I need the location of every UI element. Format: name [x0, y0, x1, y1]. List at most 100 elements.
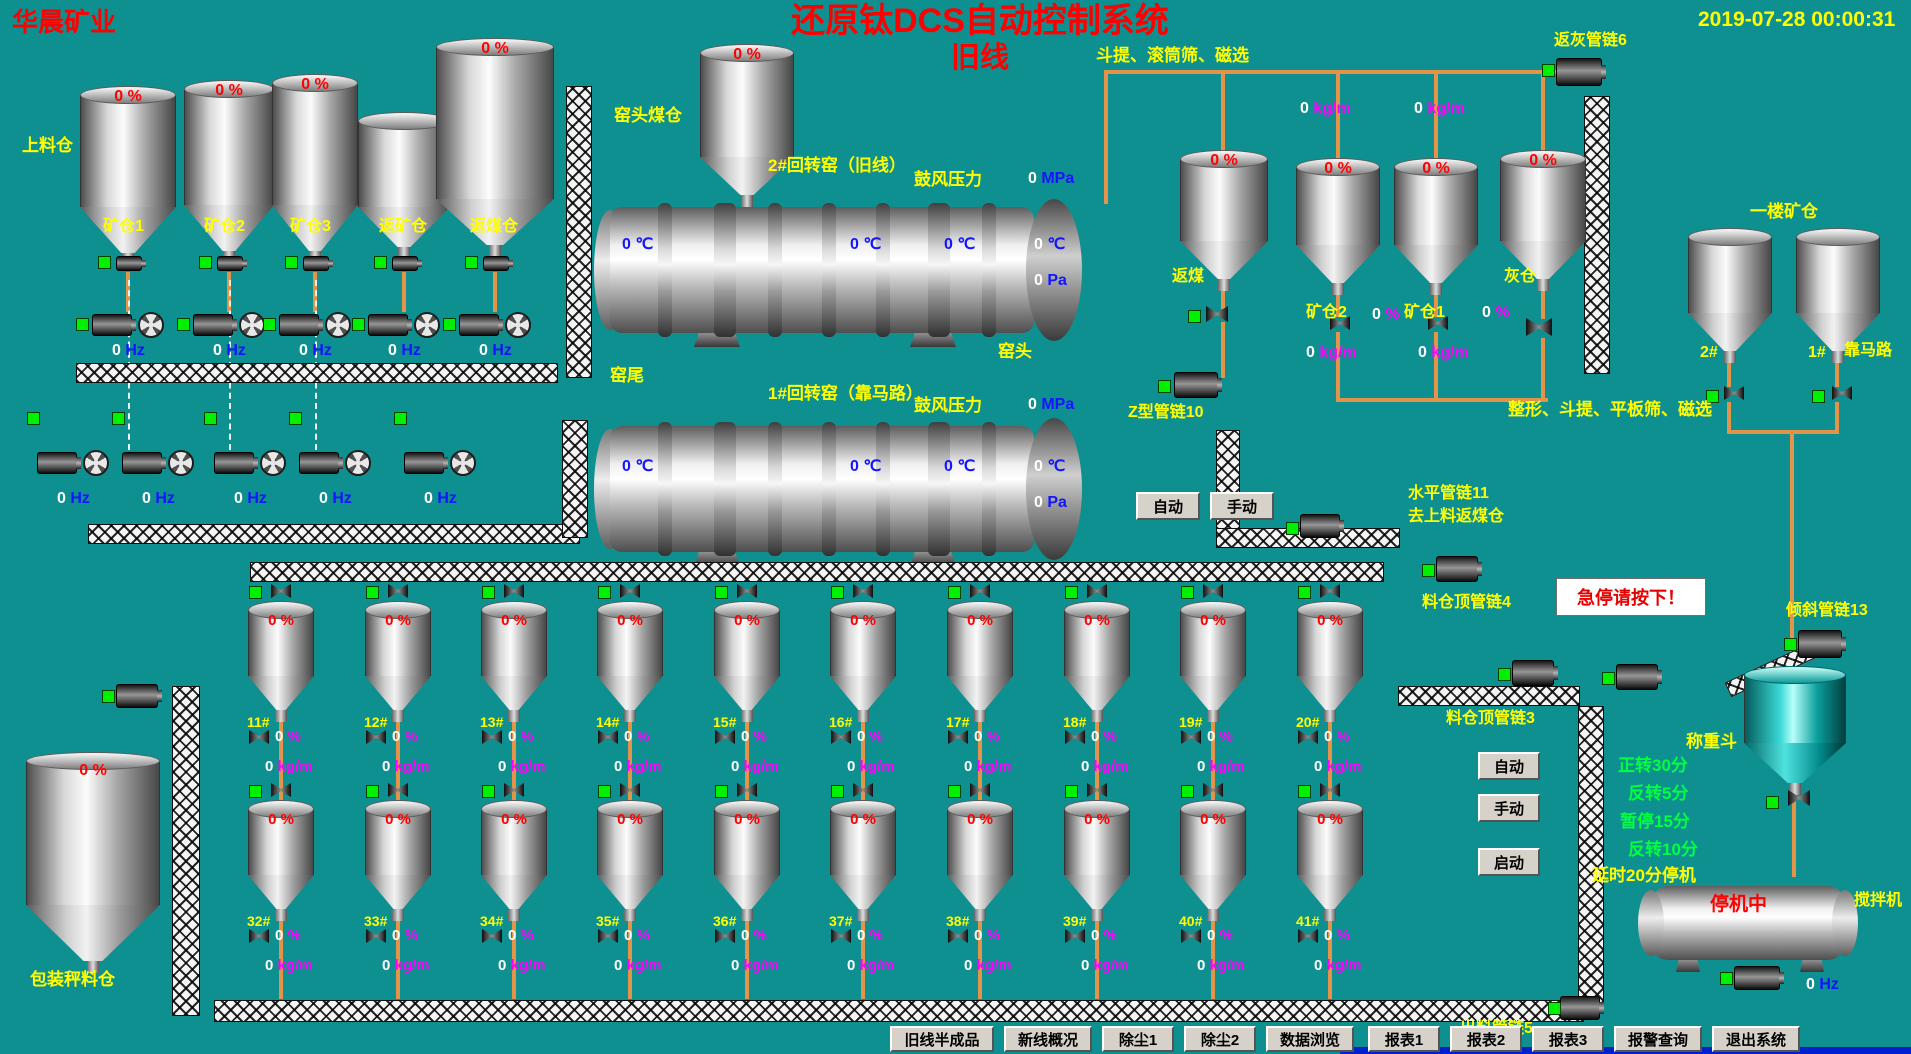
value-number: 0 [847, 758, 856, 775]
screen-silo-4-shell [1537, 279, 1549, 291]
storage-bin-11-shell [275, 710, 287, 722]
storage-bin-13-shell [508, 710, 520, 722]
value-number: 0 [944, 236, 953, 253]
navbar-button-5[interactable]: 数据浏览 [1266, 1026, 1354, 1052]
value-number: 0 [964, 758, 973, 775]
value-unit: % [1092, 811, 1110, 828]
packing-bin-label: 包装秤料仓 [30, 970, 115, 989]
discharge-chain-5 [214, 1000, 1584, 1022]
run-indicator-light [352, 318, 365, 331]
mixer-leg [1800, 958, 1824, 972]
screen-silo-3-shell [1394, 167, 1478, 245]
value-number: 0 [275, 728, 284, 745]
value-unit: % [283, 927, 301, 944]
storage-bin-17-shell [947, 676, 1013, 710]
value-number: 0 [624, 728, 633, 745]
value-number: 0 [967, 612, 976, 629]
chain10-label: Z型管链10 [1128, 404, 1204, 421]
fan-icon [345, 450, 371, 476]
pipe-vertical [978, 712, 982, 800]
value-number: 0 [1081, 758, 1090, 775]
mode-button-1[interactable]: 自动 [1478, 752, 1540, 780]
navbar-button-7[interactable]: 报表2 [1450, 1026, 1522, 1052]
valve-icon [970, 584, 990, 598]
feed-silo-2-shell [184, 89, 274, 205]
motor-icon [92, 314, 136, 336]
chain-6-duct [1584, 96, 1610, 374]
kiln-2-ring [928, 203, 950, 337]
navbar-button-2[interactable]: 新线概况 [1004, 1026, 1092, 1052]
value-number: 0 [1210, 152, 1220, 169]
valve-icon [1428, 316, 1448, 330]
navbar-button-6[interactable]: 报表1 [1368, 1026, 1440, 1052]
chain4-label: 料仓顶管链4 [1422, 594, 1511, 611]
run-indicator-light [112, 412, 125, 425]
navbar-button-4[interactable]: 除尘2 [1184, 1026, 1256, 1052]
storage-bin-18-shell [1091, 710, 1103, 722]
feed-silo-5-shell [436, 47, 554, 199]
page-subtitle: 旧线 [950, 42, 1009, 74]
motor-icon [1556, 58, 1606, 86]
motor-icon [214, 452, 258, 474]
screen-rate: 0 kg/m [1300, 100, 1351, 118]
kiln-auto-button[interactable]: 自动 [1136, 492, 1200, 520]
value-number: 0 [1317, 811, 1326, 828]
estop-button[interactable]: 急停请按下！ [1556, 578, 1706, 616]
value-unit: % [975, 612, 993, 629]
navbar-button-1[interactable]: 旧线半成品 [890, 1026, 994, 1052]
screen-silo-1 [1180, 150, 1268, 291]
mode-button-3[interactable]: 启动 [1478, 848, 1540, 876]
kiln-manual-button[interactable]: 手动 [1210, 492, 1274, 520]
storage-bin-17 [947, 601, 1013, 722]
bin-id-label: 13# [480, 714, 504, 730]
navbar-button-8[interactable]: 报表3 [1532, 1026, 1604, 1052]
mode-button-2[interactable]: 手动 [1478, 794, 1540, 822]
value-unit: ℃ [952, 236, 976, 253]
silo-level: 0 % [1422, 160, 1450, 178]
bin-rate: 0 kg/m [1197, 758, 1245, 775]
valve-icon [1298, 929, 1318, 943]
feeder-speed: 0 Hz [57, 490, 90, 508]
floor1-silo-1-shell [1688, 237, 1772, 313]
bucket-elevator-4 [1578, 706, 1604, 1004]
run-indicator-light [465, 256, 478, 269]
motor-icon [279, 314, 323, 336]
pipe-vertical [745, 712, 749, 800]
valve-icon [737, 783, 757, 797]
valve-icon [482, 929, 502, 943]
bin-id-label: 20# [1296, 714, 1320, 730]
navbar-button-10[interactable]: 退出系统 [1712, 1026, 1800, 1052]
valve-icon [1320, 783, 1340, 797]
run-indicator-light [289, 412, 302, 425]
bin-level: 0 % [1317, 612, 1343, 629]
navbar-button-9[interactable]: 报警查询 [1614, 1026, 1702, 1052]
storage-bin-36-shell [714, 875, 780, 909]
storage-bin-38-shell [974, 909, 986, 921]
storage-bin-16-shell [857, 710, 869, 722]
storage-bin-39-shell [1064, 809, 1130, 875]
storage-bin-34-shell [481, 809, 547, 875]
kiln-1-label: 1#回转窑（靠马路） [768, 384, 923, 403]
value-number: 0 [734, 811, 743, 828]
value-number: 0 [1034, 272, 1043, 289]
floor1-silo-2-shell [1796, 237, 1880, 313]
pipe-vertical [745, 911, 749, 999]
bin-rate: 0 kg/m [265, 758, 313, 775]
motor-icon [404, 452, 448, 474]
valve-icon [271, 584, 291, 598]
value-number: 0 [392, 728, 401, 745]
valve-icon [249, 730, 269, 744]
storage-bin-32-shell [248, 800, 314, 818]
valve-icon [970, 783, 990, 797]
kiln-1-pressure: 0 MPa [1028, 396, 1074, 414]
page-title: 还原钛DCS自动控制系统 [791, 2, 1169, 40]
packing-bin-level: 0 % [79, 762, 107, 780]
storage-bin-32-shell [275, 909, 287, 921]
navbar-button-3[interactable]: 除尘1 [1102, 1026, 1174, 1052]
bin-gate-pct: 0 % [1324, 728, 1350, 745]
valve-icon [249, 929, 269, 943]
value-unit: kg/m [273, 957, 313, 974]
floor1-label: 一楼矿仓 [1750, 202, 1818, 221]
run-indicator-light [1498, 668, 1511, 681]
storage-bin-34 [481, 800, 547, 921]
